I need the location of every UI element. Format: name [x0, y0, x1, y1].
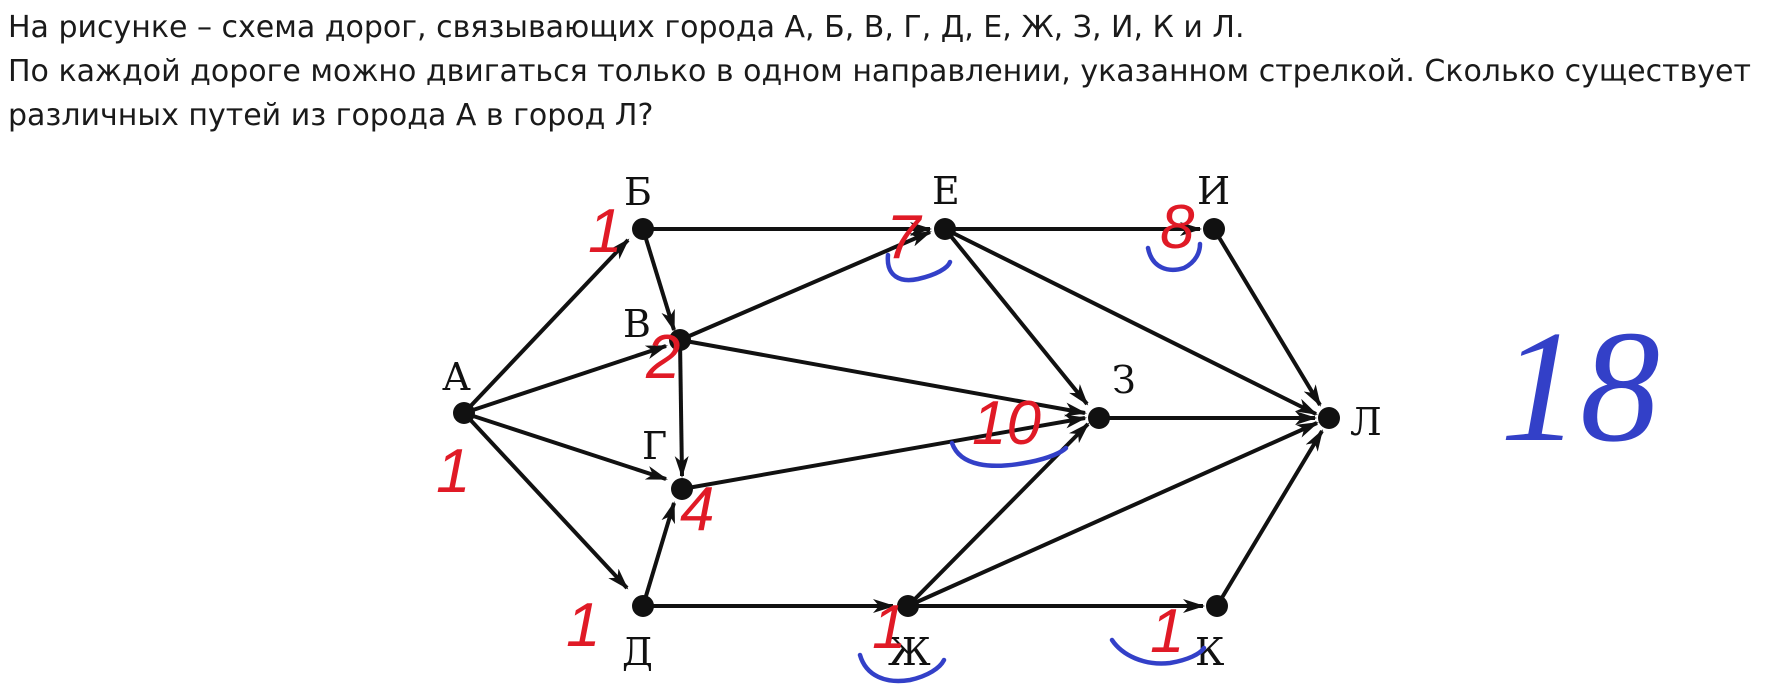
count-zh: 1: [872, 593, 906, 662]
count-k: 1: [1150, 597, 1184, 666]
label-a: А: [442, 355, 471, 399]
problem-line-2: По каждой дороге можно двигаться только …: [8, 54, 1751, 133]
label-e: Е: [932, 169, 960, 213]
edge-a-v: [463, 344, 668, 415]
count-v: 2: [645, 323, 680, 392]
node-z: [1088, 407, 1110, 429]
edge-g-z: [681, 414, 1087, 491]
node-v: [669, 329, 691, 351]
label-v: В: [623, 302, 651, 346]
node-g: [671, 478, 693, 500]
label-d: Д: [622, 630, 653, 674]
path-counts: 1 1 2 4 1 7 8 10 1 1: [436, 193, 1195, 666]
edge-a-d: [462, 411, 629, 590]
edge-k-l: [1215, 429, 1324, 608]
count-b: 1: [588, 197, 622, 266]
edge-i-l: [1212, 227, 1322, 407]
highlight-marks: [857, 241, 1207, 684]
underline-zh: [857, 652, 947, 684]
edges: [462, 222, 1324, 613]
count-e: 7: [886, 203, 923, 272]
node-e: [934, 218, 956, 240]
label-g: Г: [642, 424, 667, 468]
node-labels: А Б В Г Д Е Ж З И К Л: [442, 169, 1382, 674]
nodes: [453, 218, 1340, 617]
underline-k: [1109, 637, 1207, 666]
label-i: И: [1197, 169, 1230, 213]
label-z: З: [1112, 358, 1136, 402]
problem-line-1: На рисунке – схема дорог, связывающих го…: [8, 10, 1245, 45]
edge-b-v: [641, 228, 676, 332]
count-z: 10: [972, 389, 1041, 458]
node-i: [1203, 218, 1225, 240]
node-zh: [897, 595, 919, 617]
answer: 18: [1500, 297, 1660, 475]
node-k: [1206, 595, 1228, 617]
node-b: [632, 218, 654, 240]
edge-e-z: [943, 227, 1089, 406]
count-i: 8: [1160, 193, 1195, 262]
underline-i: [1145, 241, 1203, 273]
edge-a-g: [463, 411, 668, 481]
underline-z: [949, 440, 1069, 469]
edge-v-g: [674, 339, 689, 478]
edge-v-e: [679, 230, 932, 342]
label-l: Л: [1350, 400, 1382, 444]
count-g: 4: [680, 475, 714, 544]
label-zh: Ж: [888, 630, 931, 674]
label-b: Б: [624, 170, 652, 214]
edge-zh-l: [907, 421, 1319, 608]
edge-v-z: [679, 338, 1087, 417]
underline-e: [885, 252, 953, 283]
node-l: [1318, 407, 1340, 429]
problem-text: На рисунке – схема дорог, связывающих го…: [8, 6, 1778, 138]
node-a: [453, 402, 475, 424]
count-d: 1: [566, 591, 600, 660]
edge-a-b: [462, 238, 630, 415]
node-d: [632, 595, 654, 617]
edge-d-g: [641, 501, 676, 607]
count-a: 1: [436, 437, 470, 506]
edge-e-l: [944, 227, 1318, 416]
